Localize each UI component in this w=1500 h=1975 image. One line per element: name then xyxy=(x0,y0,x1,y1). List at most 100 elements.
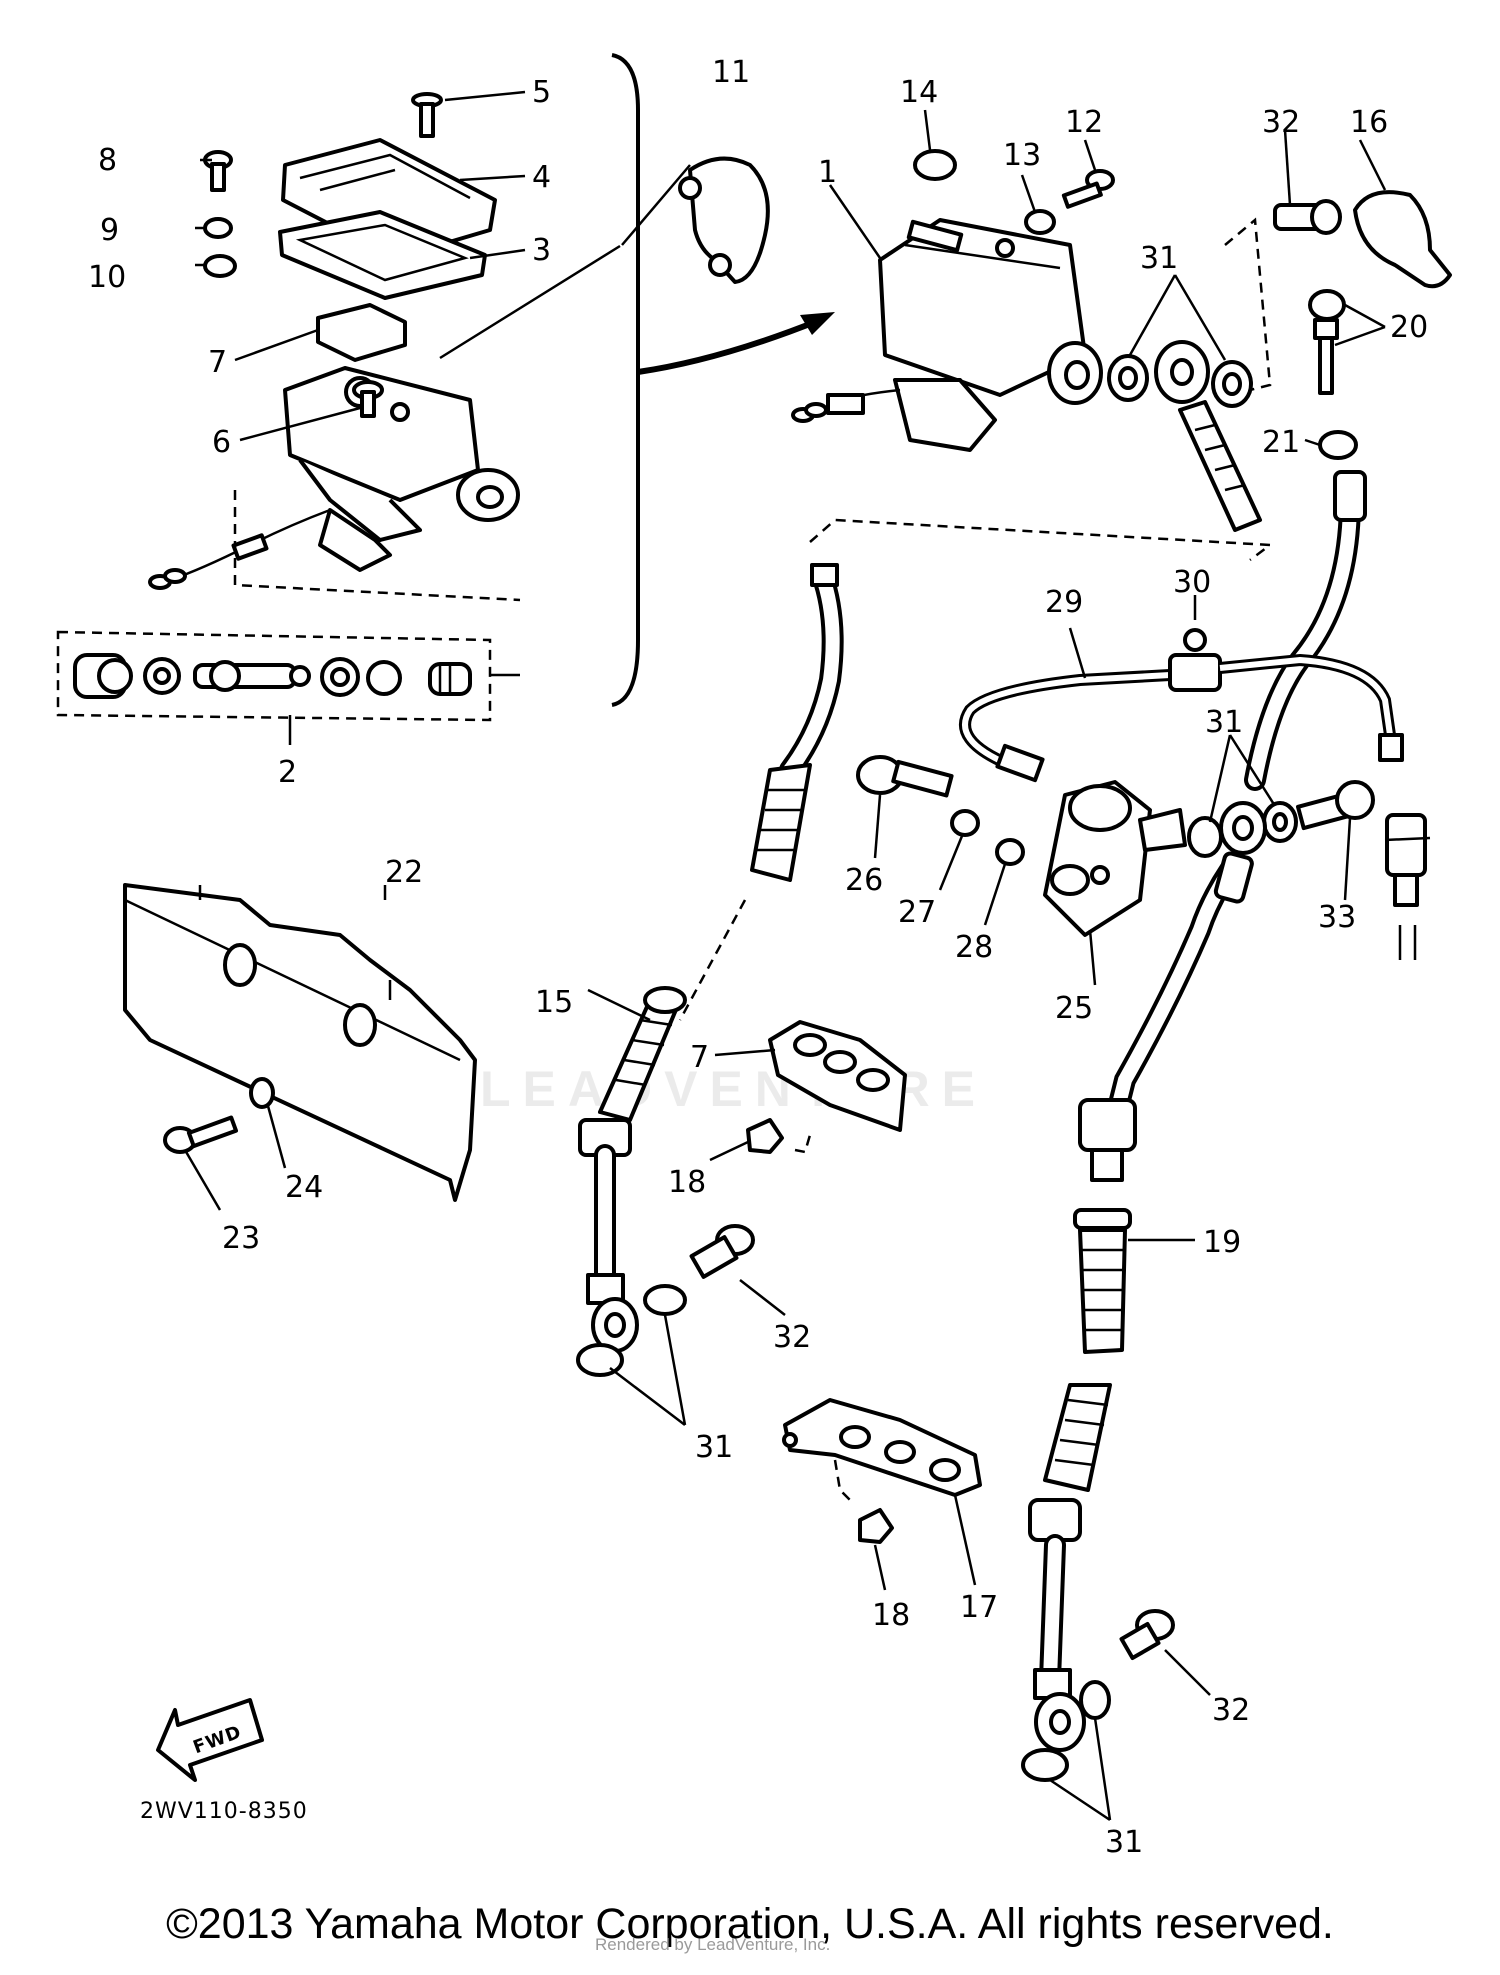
leader-lines xyxy=(183,90,1387,1822)
callout-11: 11 xyxy=(712,55,750,90)
master-cylinder-body-left xyxy=(148,366,520,590)
part-28-washer xyxy=(995,838,1025,866)
part-26-bolt xyxy=(856,755,954,798)
part-31-washers-mid xyxy=(1187,801,1298,858)
part-25-joint-block xyxy=(1043,780,1187,937)
callout-31-left: 31 xyxy=(695,1430,733,1465)
part-11-clamp xyxy=(678,156,770,284)
dash-hose-link xyxy=(678,899,747,1021)
banjo-mid xyxy=(1219,801,1267,855)
callout-26: 26 xyxy=(845,863,883,898)
fwd-arrow-icon: FWD xyxy=(156,1698,264,1782)
part-6-bolt xyxy=(352,380,384,418)
callout-22: 22 xyxy=(385,855,423,890)
drawing-code: 2WV110-8350 xyxy=(140,1799,308,1824)
watermark-note: Rendered by LeadVenture, Inc. xyxy=(595,1935,831,1954)
callout-25: 25 xyxy=(1055,991,1093,1026)
group-bracket xyxy=(611,53,640,707)
callout-33: 33 xyxy=(1318,900,1356,935)
left-hose-upper xyxy=(750,563,844,882)
callout-10: 10 xyxy=(88,260,126,295)
part-7-plate xyxy=(316,303,407,362)
part-33-bolt xyxy=(1296,780,1375,831)
part-17-bracket xyxy=(782,1398,982,1497)
callout-32-mid: 32 xyxy=(773,1320,811,1355)
direction-arrowhead xyxy=(800,312,835,335)
callout-12: 12 xyxy=(1065,105,1103,140)
dash-upper-right xyxy=(1224,217,1272,392)
part-12-screw xyxy=(1061,169,1115,209)
part-20-bleeder xyxy=(1308,289,1346,395)
part-14-cap xyxy=(913,149,957,181)
part-13-washer xyxy=(1024,209,1056,235)
part-19-grommet xyxy=(1073,1208,1132,1354)
part-2-piston-kit xyxy=(56,630,520,722)
callout-30: 30 xyxy=(1173,565,1211,600)
callout-19: 19 xyxy=(1203,1225,1241,1260)
right-hose-lower xyxy=(1078,851,1254,1182)
callout-8: 8 xyxy=(98,143,117,178)
callout-20: 20 xyxy=(1390,310,1428,345)
callout-3: 3 xyxy=(532,233,551,268)
dash-guide-center xyxy=(809,518,1274,561)
part-5-screw xyxy=(411,92,443,138)
callout-17: 17 xyxy=(960,1590,998,1625)
part-32-bolt-lower xyxy=(1119,1609,1175,1661)
callout-31-upper: 31 xyxy=(1140,241,1178,276)
part-8-screw xyxy=(203,150,233,192)
callout-29: 29 xyxy=(1045,585,1083,620)
callout-24: 24 xyxy=(285,1170,323,1205)
callout-18-upper: 18 xyxy=(668,1165,706,1200)
part-24-washer xyxy=(249,1077,275,1109)
callout-15: 15 xyxy=(535,985,573,1020)
part-18-nut-upper xyxy=(746,1118,784,1154)
part-18-nut-lower xyxy=(858,1508,894,1544)
callout-7-lower: 7 xyxy=(690,1040,709,1075)
callout-31-mid: 31 xyxy=(1205,705,1243,740)
callout-4: 4 xyxy=(532,160,551,195)
part-22-guard xyxy=(123,883,477,1202)
callout-2: 2 xyxy=(278,755,297,790)
callout-6: 6 xyxy=(212,425,231,460)
part-3-diaphragm xyxy=(278,210,487,300)
callout-5: 5 xyxy=(532,75,551,110)
part-29-pipe xyxy=(959,669,1171,783)
callout-31-lower: 31 xyxy=(1105,1825,1143,1860)
brake-switch xyxy=(1384,813,1431,960)
upper-banjo-hose xyxy=(1154,340,1262,532)
dash-18-upper xyxy=(794,1134,812,1154)
callout-7-upper: 7 xyxy=(208,345,227,380)
callout-18-lower: 18 xyxy=(872,1598,910,1633)
callout-13: 13 xyxy=(1003,138,1041,173)
part-32-bolt-mid xyxy=(689,1224,755,1279)
part-23-bolt xyxy=(163,1115,239,1154)
part-30-joint xyxy=(1168,628,1404,762)
callout-1: 1 xyxy=(818,155,837,190)
callout-28: 28 xyxy=(955,930,993,965)
part-7-bracket xyxy=(768,1020,907,1132)
part-9-washer xyxy=(203,217,233,239)
callout-23: 23 xyxy=(222,1221,260,1256)
copyright-notice: ©2013 Yamaha Motor Corporation, U.S.A. A… xyxy=(166,1900,1334,1948)
right-hose-upper xyxy=(1244,470,1367,791)
direction-arrow xyxy=(637,317,822,375)
callout-21: 21 xyxy=(1262,425,1300,460)
part-31-washers-upper xyxy=(1107,354,1253,408)
callout-27: 27 xyxy=(898,895,936,930)
part-10-washer xyxy=(203,254,237,278)
part-1-master-cylinder xyxy=(791,218,1103,452)
callout-9: 9 xyxy=(100,213,119,248)
callout-14: 14 xyxy=(900,75,938,110)
callout-32-upper: 32 xyxy=(1262,105,1300,140)
part-32-bolt-upper xyxy=(1273,199,1342,235)
part-21-nut xyxy=(1318,430,1358,460)
part-15-hose xyxy=(576,986,687,1377)
callout-labels: 8 9 10 5 4 3 7 6 2 11 1 14 13 12 32 16 3… xyxy=(88,55,1428,1860)
dash-box-left xyxy=(233,490,521,602)
callout-32-lower: 32 xyxy=(1212,1693,1250,1728)
callout-16: 16 xyxy=(1350,105,1388,140)
part-16-boot xyxy=(1353,190,1452,289)
part-27-washer xyxy=(950,809,980,837)
part-4-reservoir-cover xyxy=(281,138,497,260)
